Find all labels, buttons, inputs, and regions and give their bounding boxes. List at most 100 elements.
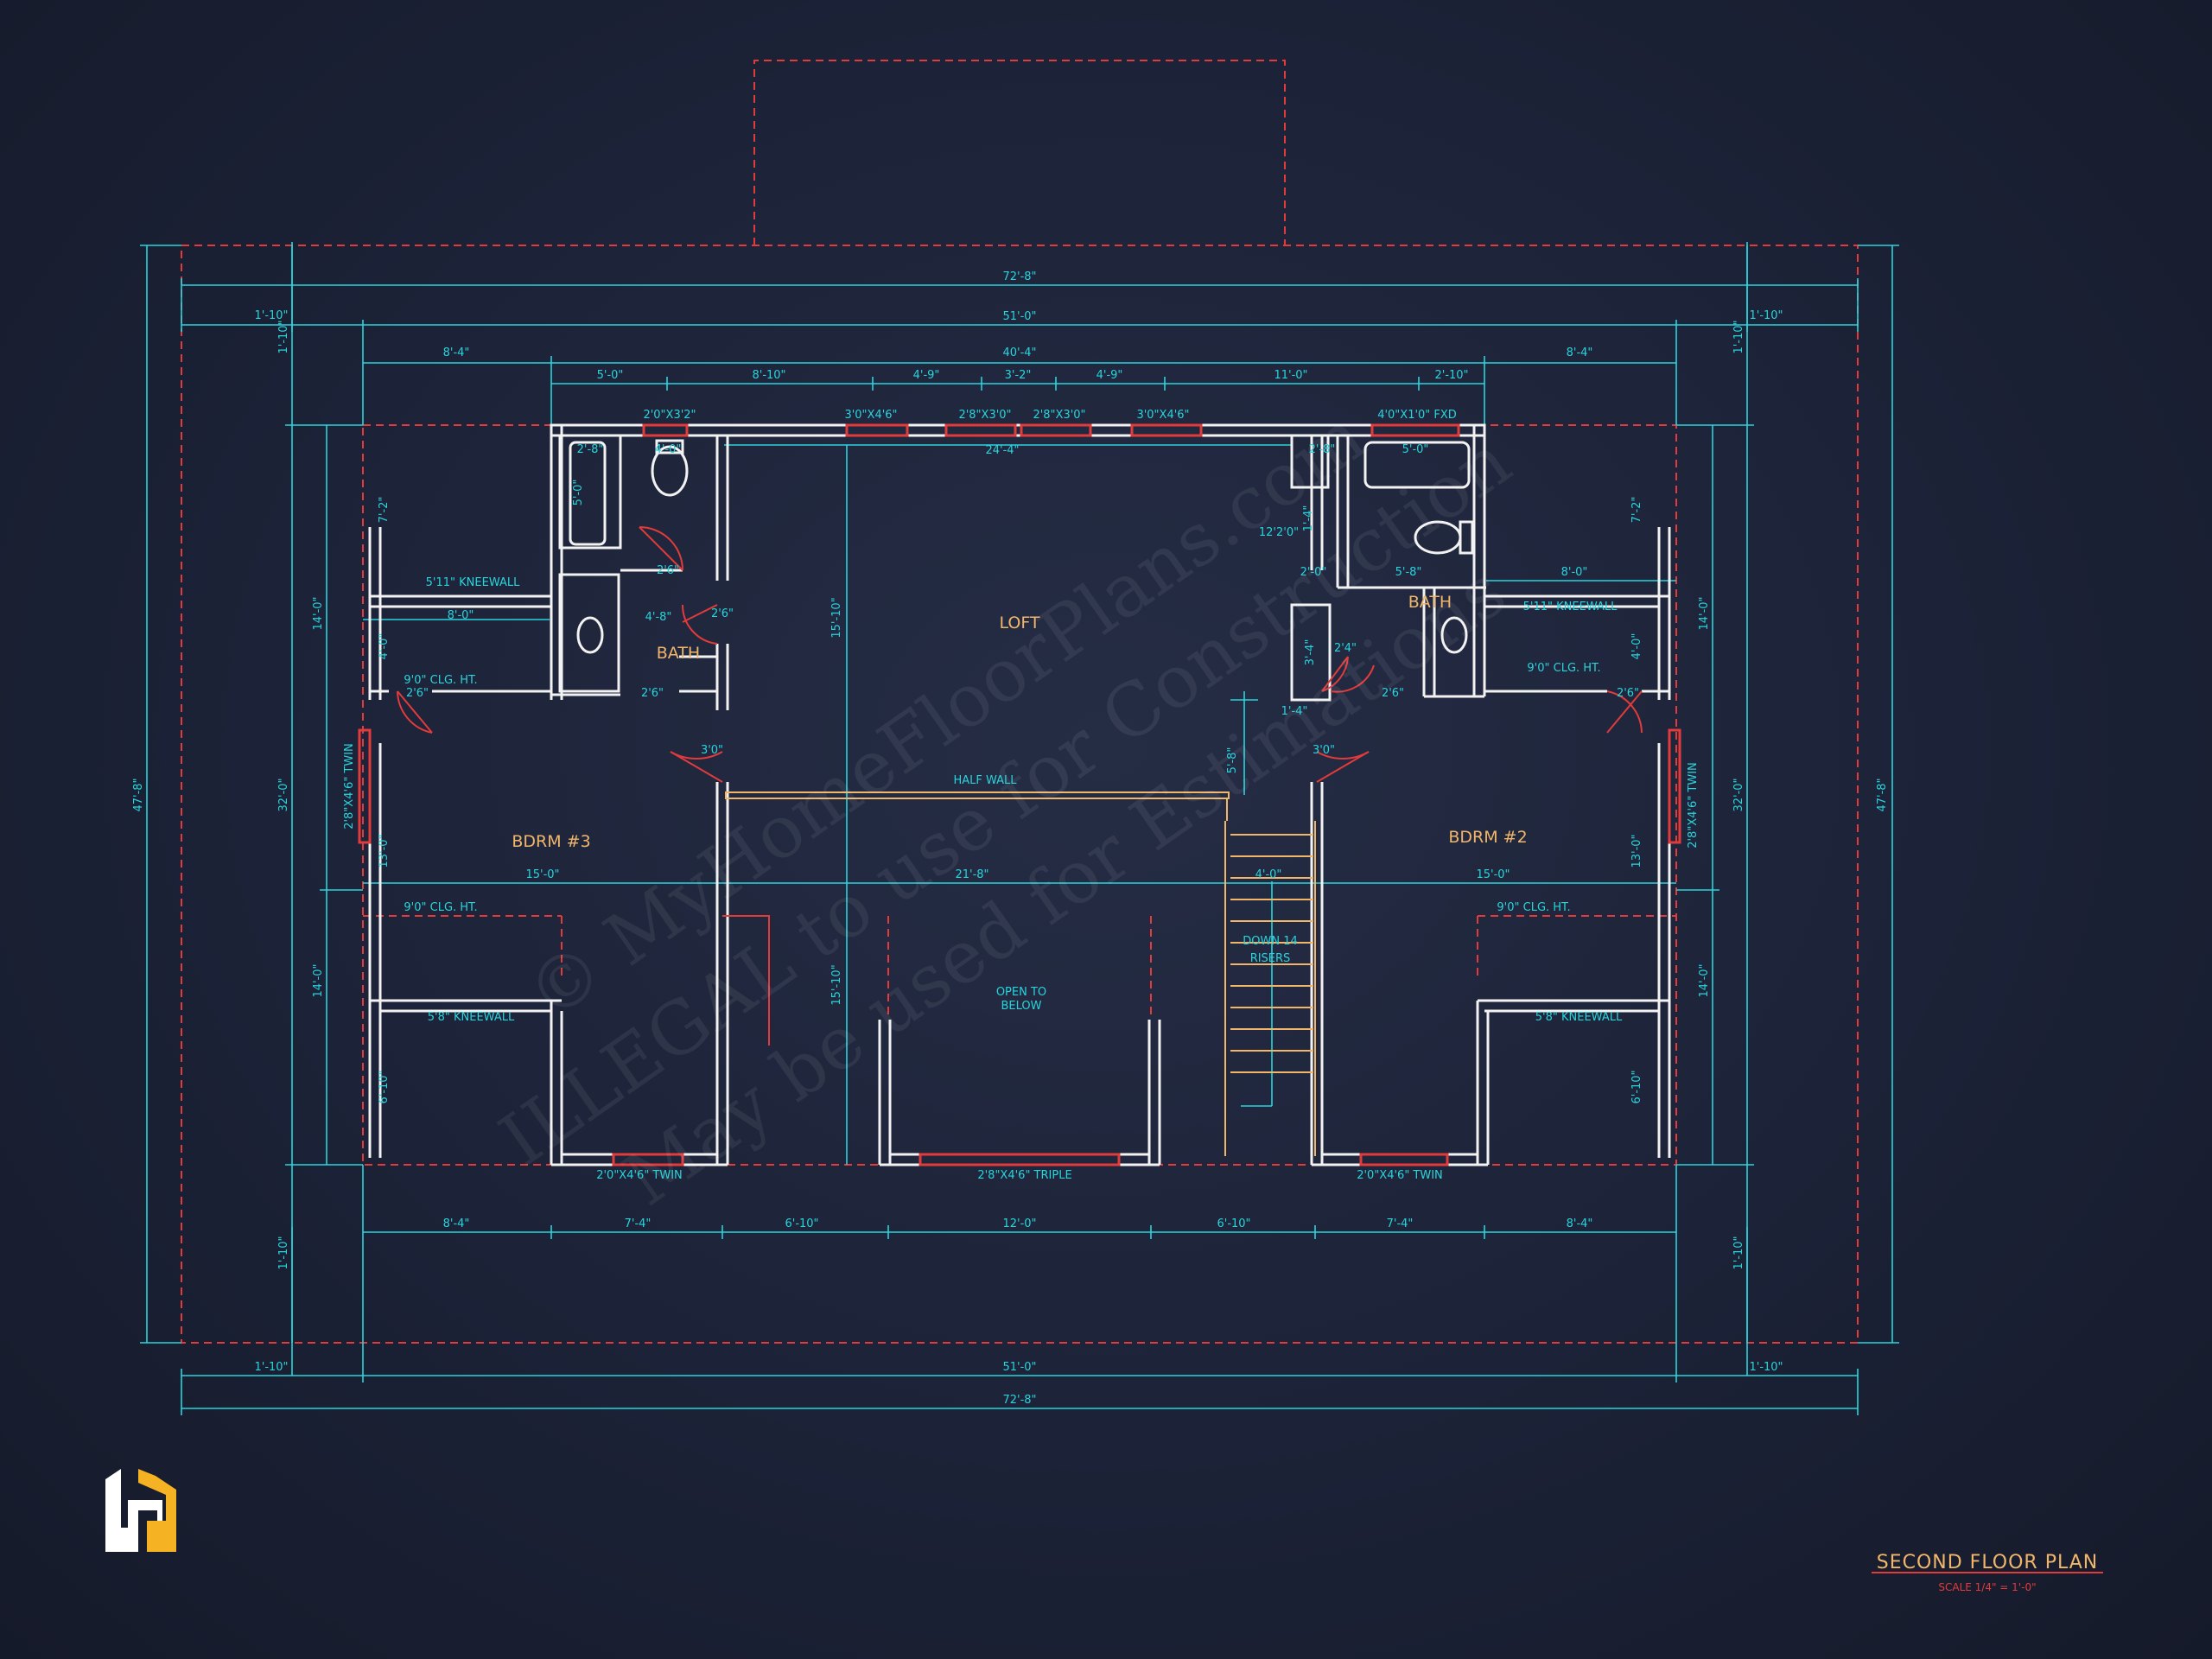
dim-bottom-b3: 6'-10" [785,1217,818,1230]
room-label-bdrm3: BDRM #3 [512,832,590,851]
dim-left-40: 4'-0" [378,633,391,660]
room-label-bath-left: BATH [657,644,700,663]
dim-bottom-b5: 6'-10" [1217,1217,1250,1230]
stair-label-1: DOWN 14 [1243,935,1298,948]
dim-bdrm3-height: 13'-0" [378,834,391,868]
dim-top-s4: 3'-2" [1005,369,1032,382]
kneewall-note-right-bottom: 5'8" KNEEWALL [1535,1011,1623,1024]
half-wall [725,791,1230,799]
dim-top-overhang-left: 1'-10" [254,309,288,322]
dim-left-overall: 47'-8" [132,778,145,811]
dim-top-seg-left: 8'-4" [443,346,470,359]
dim-right-24: 2'4" [1334,642,1357,655]
dim-right-80: 8'-0" [1561,566,1588,579]
dim-top-mid: 51'-0" [1002,310,1036,323]
watermark: © MyHomeFloorPlans.com ILLEGAL to use fo… [485,394,1526,1223]
open-to-below-label-1: OPEN TO [996,986,1046,999]
attic-access [722,915,770,1046]
dim-left-26d: 2'6" [406,687,429,700]
dim-top-seg-right: 8'-4" [1567,346,1593,359]
ceiling-note-left-top: 9'0" CLG. HT. [404,674,477,687]
company-logo [105,1469,176,1552]
dim-right-14-bottom: 14'-0" [1698,963,1711,997]
dim-right-14: 1'-4" [1302,505,1315,532]
dimension-lines [140,242,1899,1415]
dim-mid-width: 21'-8" [955,868,988,881]
ceiling-note-left-bottom: 9'0" CLG. HT. [404,901,477,914]
kneewall-note-left-top: 5'11" KNEEWALL [426,576,520,589]
window-label-6: 4'0"X1'0" FXD [1377,409,1457,422]
dim-right-bath-28: 2'-8" [1309,443,1336,456]
dim-right-1220: 12'2'0" [1259,526,1299,539]
dim-bottom-b4: 12'-0" [1002,1217,1036,1230]
plan-title: SECOND FLOOR PLAN [1877,1552,2099,1573]
window-label-4: 2'8"X3'0" [1033,409,1085,422]
windows [358,423,1681,1166]
dim-stair-top: 5'-8" [1226,747,1239,774]
window-label-bottom-3: 2'0"X4'6" TWIN [1357,1169,1443,1182]
dim-top-s3: 4'-9" [913,369,940,382]
dim-right-14b: 1'-4" [1281,705,1308,718]
dim-right-610: 6'-10" [1630,1070,1643,1103]
window-label-right: 2'8"X4'6" TWIN [1687,762,1700,849]
kneewall-note-left-bottom: 5'8" KNEEWALL [428,1011,515,1024]
walls [368,423,1671,1166]
dim-right-top: 1'-10" [1732,320,1745,353]
window-label-2: 3'0"X4'6" [844,409,897,422]
dim-bottom-mid: 51'-0" [1002,1361,1036,1374]
dim-right-26a: 2'6" [1382,687,1404,700]
room-label-bath-right: BATH [1408,593,1452,612]
dim-right-bath-58: 5'-8" [1395,566,1422,579]
dim-left-80: 8'-0" [448,609,474,622]
dim-top-overall: 72'-8" [1002,270,1036,283]
dim-right-34: 3'-4" [1304,639,1317,666]
dim-right-72: 7'-2" [1630,497,1643,524]
dim-bdrm3-width: 15'-0" [525,868,559,881]
dim-right-bottom: 1'-10" [1732,1236,1745,1269]
watermark-line-2: ILLEGAL to use for Construction [485,418,1526,1182]
window-label-5: 3'0"X4'6" [1136,409,1189,422]
room-label-bdrm2: BDRM #2 [1448,828,1527,847]
dim-left-bottom: 1'-10" [277,1236,290,1269]
dim-top-s1: 5'-0" [597,369,624,382]
ceiling-note-right-bottom: 9'0" CLG. HT. [1497,901,1570,914]
dim-stair-width: 4'-0" [1255,868,1282,881]
dim-bottom-b2: 7'-4" [625,1217,652,1230]
dim-left-26b: 2'6" [711,607,734,620]
dim-right-32: 32'-0" [1732,778,1745,811]
plan-scale: SCALE 1/4" = 1'-0" [1938,1581,2036,1593]
dim-bdrm2-width: 15'-0" [1476,868,1510,881]
window-label-left: 2'8"X4'6" TWIN [343,743,356,830]
dim-bdrm2-height: 13'-0" [1630,834,1643,868]
dim-left-bath-48: 4'-8" [645,611,672,624]
dim-left-door-30: 3'0" [701,744,723,757]
room-label-loft: LOFT [999,613,1039,632]
dim-top-s2: 8'-10" [752,369,785,382]
window-label-bottom-2: 2'8"X4'6" TRIPLE [977,1169,1071,1182]
window-label-3: 2'8"X3'0" [958,409,1011,422]
dim-top-overhang-right: 1'-10" [1749,309,1783,322]
dim-loft-height: 15'-10" [830,597,843,638]
dim-top-s6: 11'-0" [1274,369,1307,382]
dim-left-32: 32'-0" [277,778,290,811]
dim-left-14-top: 14'-0" [312,596,325,630]
dim-top-s7: 2'-10" [1434,369,1468,382]
dim-left-610: 6'-10" [378,1070,391,1103]
dim-right-40: 4'-0" [1630,633,1643,660]
dim-right-overall: 47'-8" [1876,778,1889,811]
open-to-below-label-2: BELOW [1001,1000,1042,1013]
dim-left-bath-40: 4'-0" [655,443,682,456]
half-wall-label: HALF WALL [953,774,1017,787]
dim-top-s5: 4'-9" [1096,369,1123,382]
dim-left-72: 7'-2" [378,497,391,524]
ceiling-note-right-top: 9'0" CLG. HT. [1527,662,1600,675]
stairs [1224,799,1316,1156]
dim-right-door-30: 3'0" [1313,744,1335,757]
stair-label-2: RISERS [1250,952,1291,965]
dim-bottom-overhang-left: 1'-10" [254,1361,288,1374]
dim-bottom-b6: 7'-4" [1387,1217,1414,1230]
dim-bottom-overhang-right: 1'-10" [1749,1361,1783,1374]
dim-right-bath-50: 5'-0" [1402,443,1429,456]
